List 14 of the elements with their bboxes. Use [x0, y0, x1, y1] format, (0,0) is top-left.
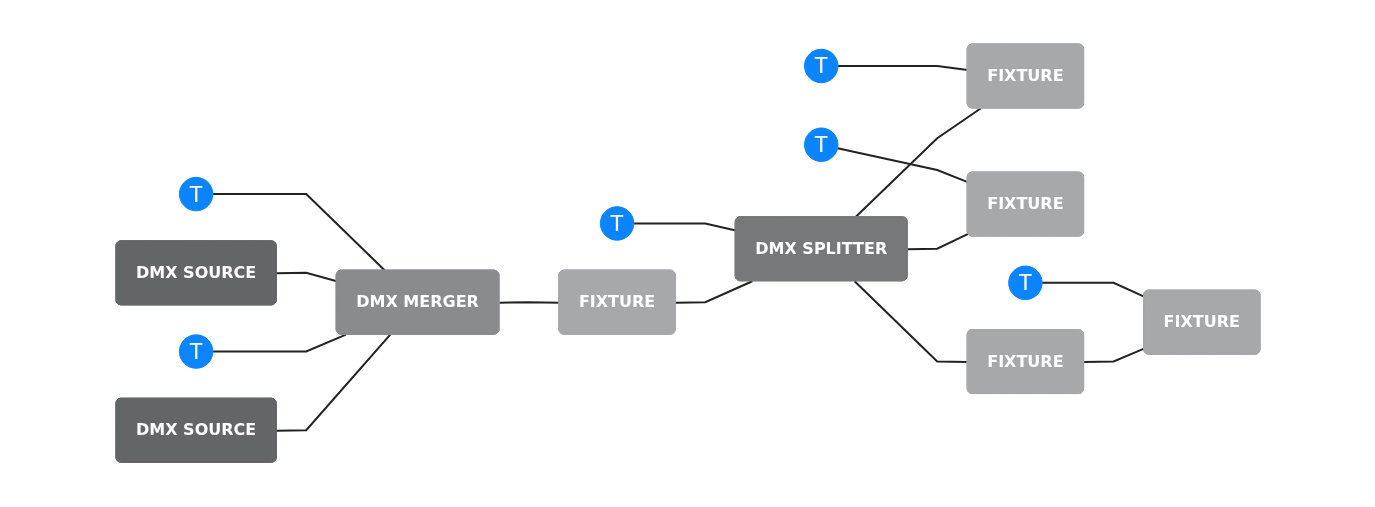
- connector: [1040, 282, 1145, 299]
- connector: [853, 107, 982, 219]
- connector: [674, 280, 753, 305]
- connector: [1082, 348, 1145, 364]
- node-circle: T: [599, 206, 634, 242]
- connector: [211, 334, 347, 353]
- node-circle: T: [178, 177, 213, 212]
- connector: [275, 334, 391, 433]
- node-circle: T: [803, 49, 838, 84]
- node-circle: T: [1007, 265, 1043, 301]
- connector: [906, 233, 969, 251]
- connector: [497, 301, 560, 305]
- node-circle: T: [803, 127, 838, 163]
- node-circle: T: [178, 334, 213, 370]
